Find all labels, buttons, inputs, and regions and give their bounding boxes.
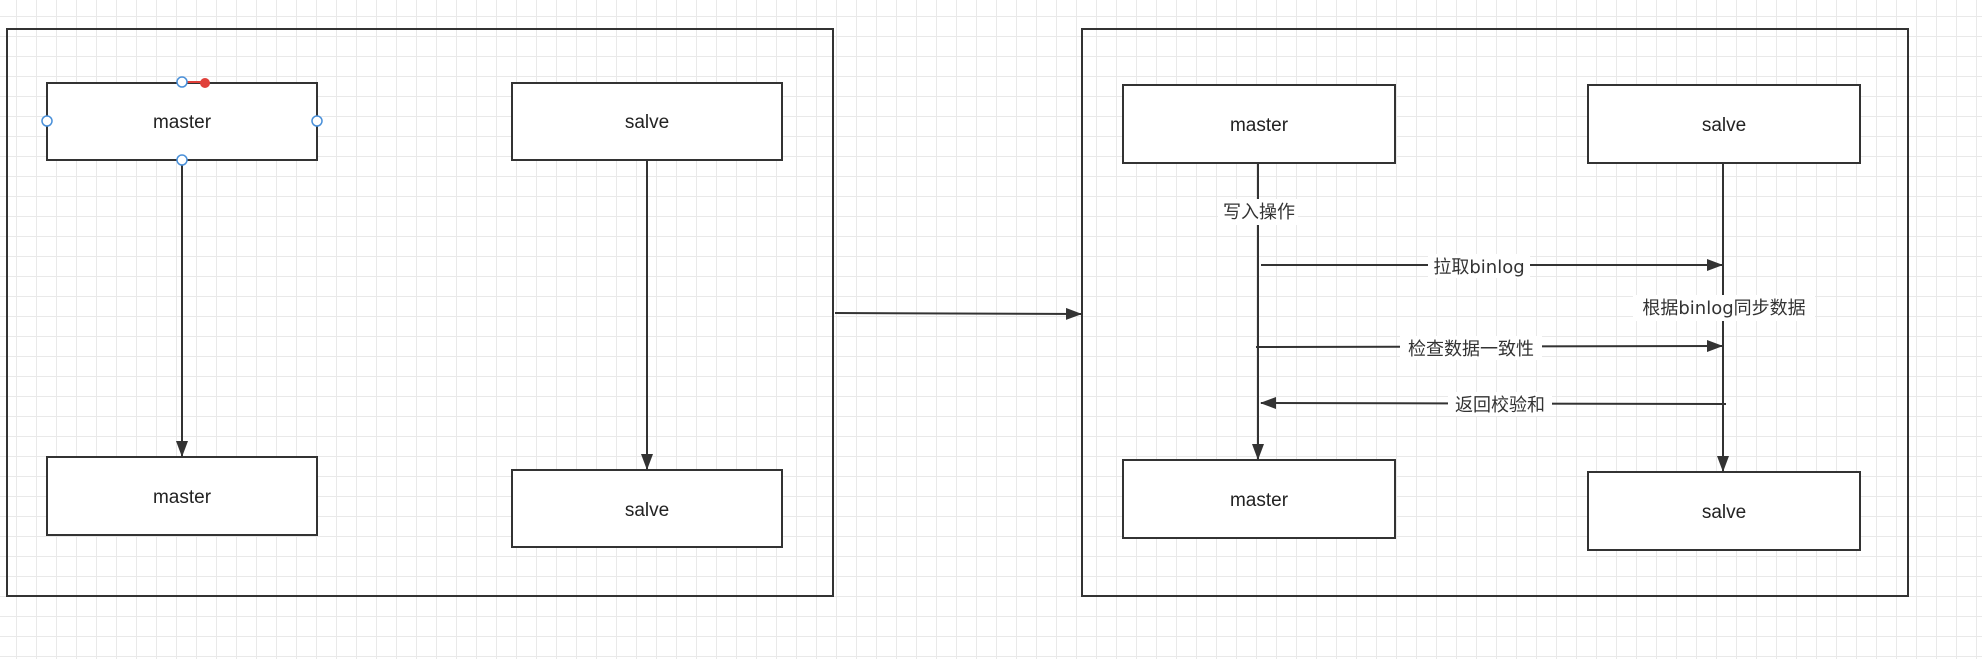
right-master-bottom-label: master: [1230, 490, 1289, 511]
left-master-bottom-label: master: [153, 487, 212, 508]
right-salve-bottom-box[interactable]: [1587, 471, 1861, 551]
right-salve-top-label: salve: [1702, 115, 1746, 136]
container-connector-arrow[interactable]: [834, 307, 1082, 320]
pull-binlog-label: 拉取binlog: [1433, 257, 1524, 278]
left-salve-top-box[interactable]: [511, 82, 783, 161]
check-consistency-label-bg: [1400, 336, 1542, 360]
right-salve-bottom-label: salve: [1702, 502, 1746, 523]
write-op-label: 写入操作: [1223, 202, 1295, 223]
right-master-top-box[interactable]: [1122, 84, 1396, 164]
left-master-bottom-box[interactable]: [46, 456, 318, 536]
right-master-top-label: master: [1230, 115, 1289, 136]
return-checksum-label: 返回校验和: [1455, 395, 1545, 416]
return-checksum-label-bg: [1448, 392, 1552, 416]
check-consistency-label: 检查数据一致性: [1408, 339, 1534, 360]
selection-handle-active[interactable]: [200, 78, 210, 88]
sync-binlog-label-bg: [1633, 295, 1815, 321]
selection-handle-bottom[interactable]: [176, 154, 188, 166]
right-master-bottom-box[interactable]: [1122, 459, 1396, 539]
write-op-label-bg: [1218, 199, 1298, 225]
left-container[interactable]: [6, 28, 834, 597]
left-salve-bottom-box[interactable]: [511, 469, 783, 548]
left-salve-bottom-label: salve: [625, 500, 669, 521]
left-salve-top-label: salve: [625, 112, 669, 133]
pull-binlog-label-bg: [1428, 254, 1530, 278]
selection-handle-left[interactable]: [41, 115, 53, 127]
right-container[interactable]: [1081, 28, 1909, 597]
sync-binlog-label: 根据binlog同步数据: [1642, 298, 1805, 319]
left-master-top-label: master: [153, 112, 212, 133]
right-salve-top-box[interactable]: [1587, 84, 1861, 164]
selection-handle-right[interactable]: [311, 115, 323, 127]
selection-handle-top[interactable]: [176, 76, 188, 88]
